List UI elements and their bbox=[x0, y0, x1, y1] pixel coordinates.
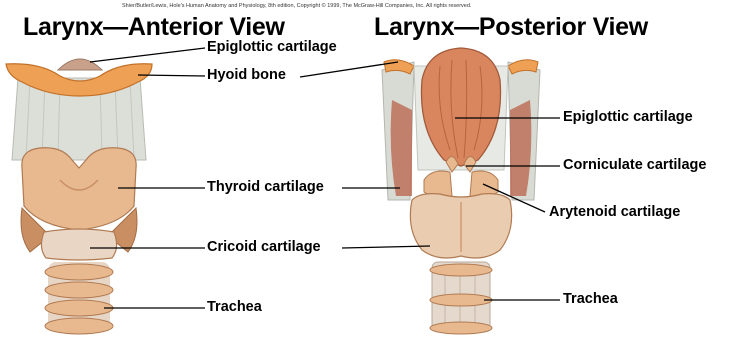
label-posterior-corniculate-cartilage: Corniculate cartilage bbox=[563, 157, 706, 173]
anterior-larynx-drawing bbox=[6, 59, 152, 334]
posterior-trachea bbox=[430, 262, 492, 334]
label-anterior-thyroid-cartilage: Thyroid cartilage bbox=[207, 179, 324, 195]
label-posterior-trachea: Trachea bbox=[563, 291, 618, 307]
label-anterior-trachea: Trachea bbox=[207, 299, 262, 315]
anterior-cricoid-cartilage bbox=[41, 229, 116, 260]
label-anterior-cricoid-cartilage: Cricoid cartilage bbox=[207, 239, 321, 255]
anterior-trachea-rings bbox=[45, 262, 113, 334]
label-posterior-epiglottic-cartilage: Epiglottic cartilage bbox=[563, 109, 693, 125]
label-anterior-epiglottic-cartilage: Epiglottic cartilage bbox=[207, 39, 337, 55]
label-posterior-arytenoid-cartilage: Arytenoid cartilage bbox=[549, 204, 680, 220]
posterior-larynx-drawing bbox=[382, 48, 540, 334]
anterior-epiglottis-tip bbox=[58, 59, 102, 70]
label-anterior-hyoid-bone: Hyoid bone bbox=[207, 67, 286, 83]
